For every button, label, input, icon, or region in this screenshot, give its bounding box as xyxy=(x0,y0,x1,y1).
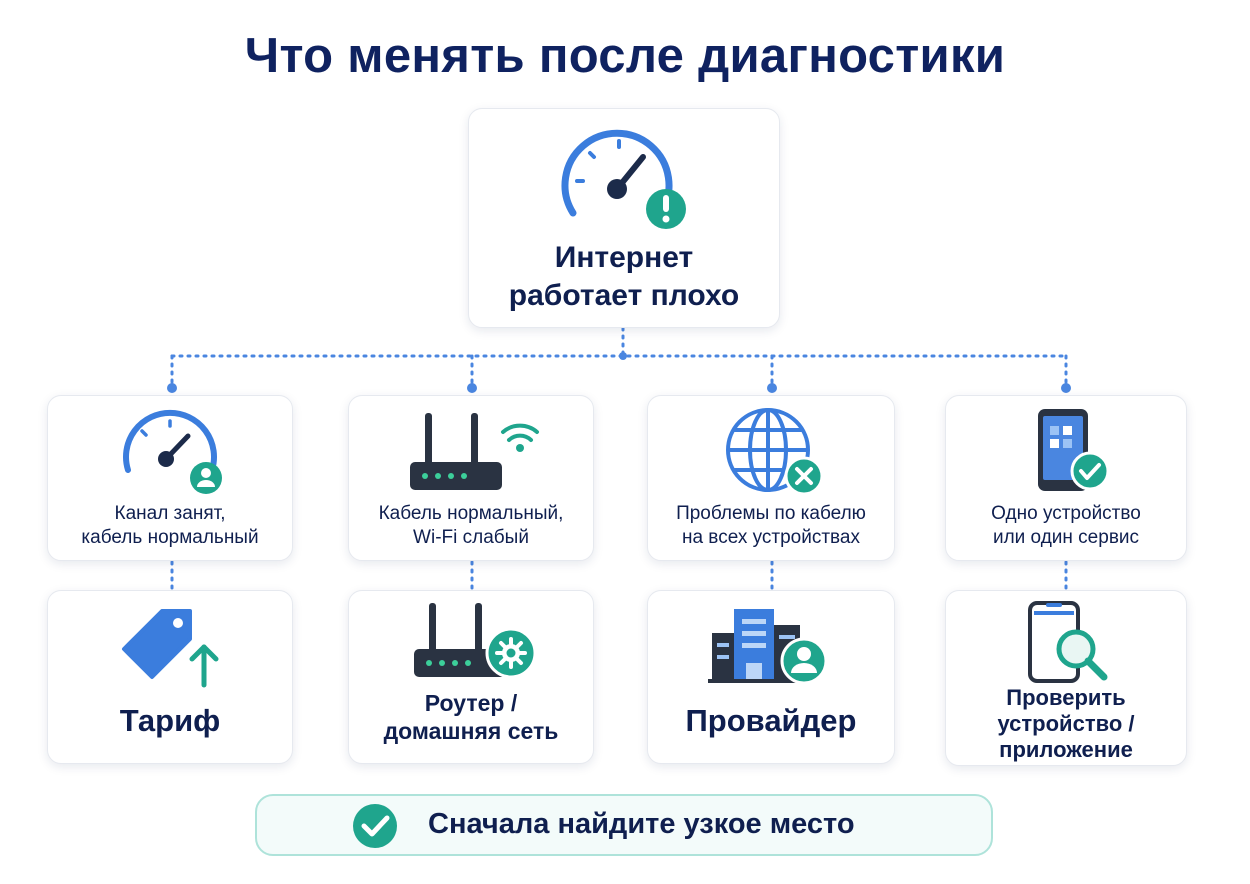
action-card-provider: Провайдер xyxy=(647,590,895,764)
building-user-icon xyxy=(708,609,828,685)
router-wifi-icon xyxy=(410,413,539,490)
condition-label-line1: Одно устройство xyxy=(991,503,1141,524)
globe-error-icon xyxy=(726,408,824,496)
action-label: Тариф xyxy=(119,703,221,738)
action-label-line1: Проверить xyxy=(1006,685,1126,710)
action-card-check-device: Проверить устройство / приложение xyxy=(945,590,1187,766)
condition-card-cable-problems: Проблемы по кабелю на всех устройствах xyxy=(647,395,895,561)
action-card-tariff: Тариф xyxy=(47,590,293,764)
root-label: Интернет работает плохо xyxy=(469,239,779,315)
condition-label-line1: Канал занят, xyxy=(114,503,226,524)
condition-card-one-device: Одно устройство или один сервис xyxy=(945,395,1187,561)
action-label: Провайдер xyxy=(685,703,857,738)
condition-label-line2: или один сервис xyxy=(992,527,1140,548)
action-label: Роутер / домашняя сеть xyxy=(349,689,593,745)
action-label: Проверить устройство / приложение xyxy=(946,685,1186,763)
page-title: Что менять после диагностики xyxy=(244,29,1006,83)
price-tag-up-icon xyxy=(122,609,219,688)
condition-label: Одно устройство или один сервис xyxy=(946,502,1186,550)
condition-label-line2: кабель нормальный xyxy=(81,527,259,548)
root-card: Интернет работает плохо xyxy=(468,108,780,328)
condition-label: Кабель нормальный, Wi-Fi слабый xyxy=(349,502,593,550)
action-card-router: Роутер / домашняя сеть xyxy=(348,590,594,764)
action-label-line1: Роутер / xyxy=(424,690,518,716)
check-circle-icon xyxy=(353,804,397,848)
condition-card-busy-channel: Канал занят, кабель нормальный xyxy=(47,395,293,561)
condition-label: Канал занят, кабель нормальный xyxy=(48,502,292,550)
phone-check-icon xyxy=(1038,409,1110,491)
condition-label-line1: Проблемы по кабелю xyxy=(676,503,866,524)
condition-label-line1: Кабель нормальный, xyxy=(378,503,564,524)
action-label-line2: устройство / xyxy=(997,711,1135,736)
action-label-line2: домашняя сеть xyxy=(383,718,559,744)
condition-card-weak-wifi: Кабель нормальный, Wi-Fi слабый xyxy=(348,395,594,561)
root-label-line1: Интернет xyxy=(554,241,694,274)
root-label-line2: работает плохо xyxy=(508,279,740,312)
banner-text: Сначала найдите узкое место xyxy=(428,808,855,840)
router-gear-icon xyxy=(414,603,537,679)
condition-label: Проблемы по кабелю на всех устройствах xyxy=(648,502,894,550)
action-label-line3: приложение xyxy=(999,737,1133,762)
condition-label-line2: на всех устройствах xyxy=(681,527,861,548)
condition-label-line2: Wi-Fi слабый xyxy=(413,527,529,548)
phone-search-icon xyxy=(1028,601,1108,683)
speedometer-user-icon xyxy=(123,409,222,494)
speedometer-alert-icon xyxy=(561,129,686,229)
